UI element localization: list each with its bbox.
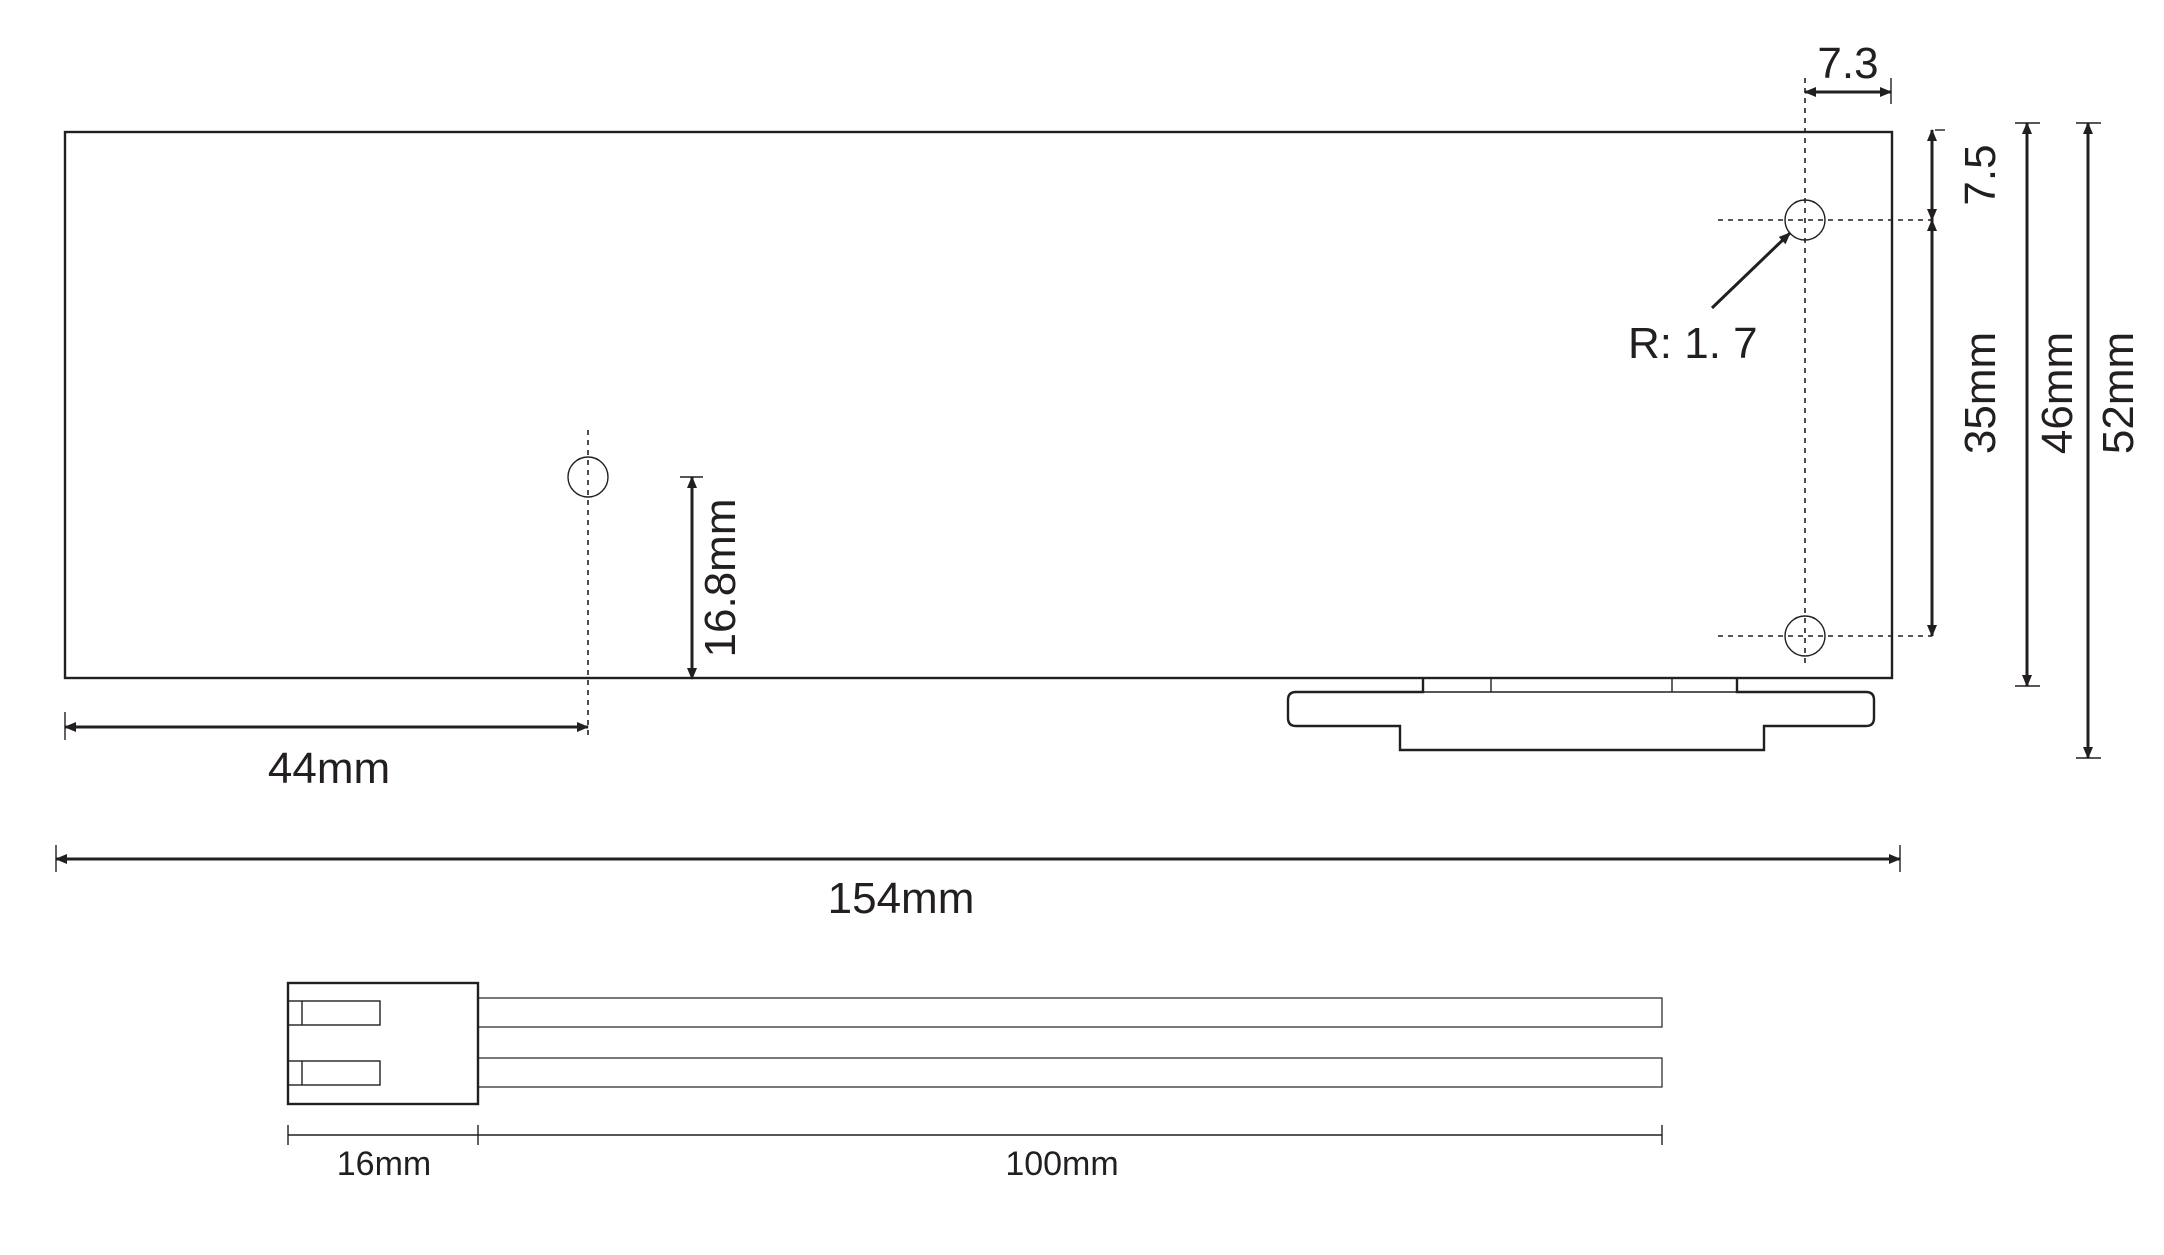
wire-bottom [477, 1057, 1663, 1088]
dim-label-154mm: 154mm [828, 874, 975, 923]
dim-label-46mm: 46mm [2033, 332, 2082, 454]
dim-label-52mm: 52mm [2094, 332, 2143, 454]
dim-label-16mm: 16mm [337, 1145, 431, 1183]
center-hole [567, 456, 609, 498]
dim-label-35mm: 35mm [1956, 332, 2005, 454]
connector-cable [286, 981, 1663, 1106]
connector-housing [286, 981, 480, 1106]
mounting-bracket [1286, 679, 1876, 752]
dim-label-44mm: 44mm [268, 744, 390, 793]
dim-label-7-5: 7.5 [1956, 144, 2005, 205]
dim-label-7-3: 7.3 [1817, 39, 1878, 88]
board-outline [63, 130, 1894, 680]
radius-leader [1710, 231, 1792, 310]
dim-label-radius: R: 1. 7 [1628, 319, 1758, 368]
wire-top [477, 997, 1663, 1028]
dim-label-16-8mm: 16.8mm [696, 499, 745, 658]
mounting-hole-bottom [1784, 615, 1826, 657]
dim-label-100mm: 100mm [1005, 1145, 1118, 1183]
